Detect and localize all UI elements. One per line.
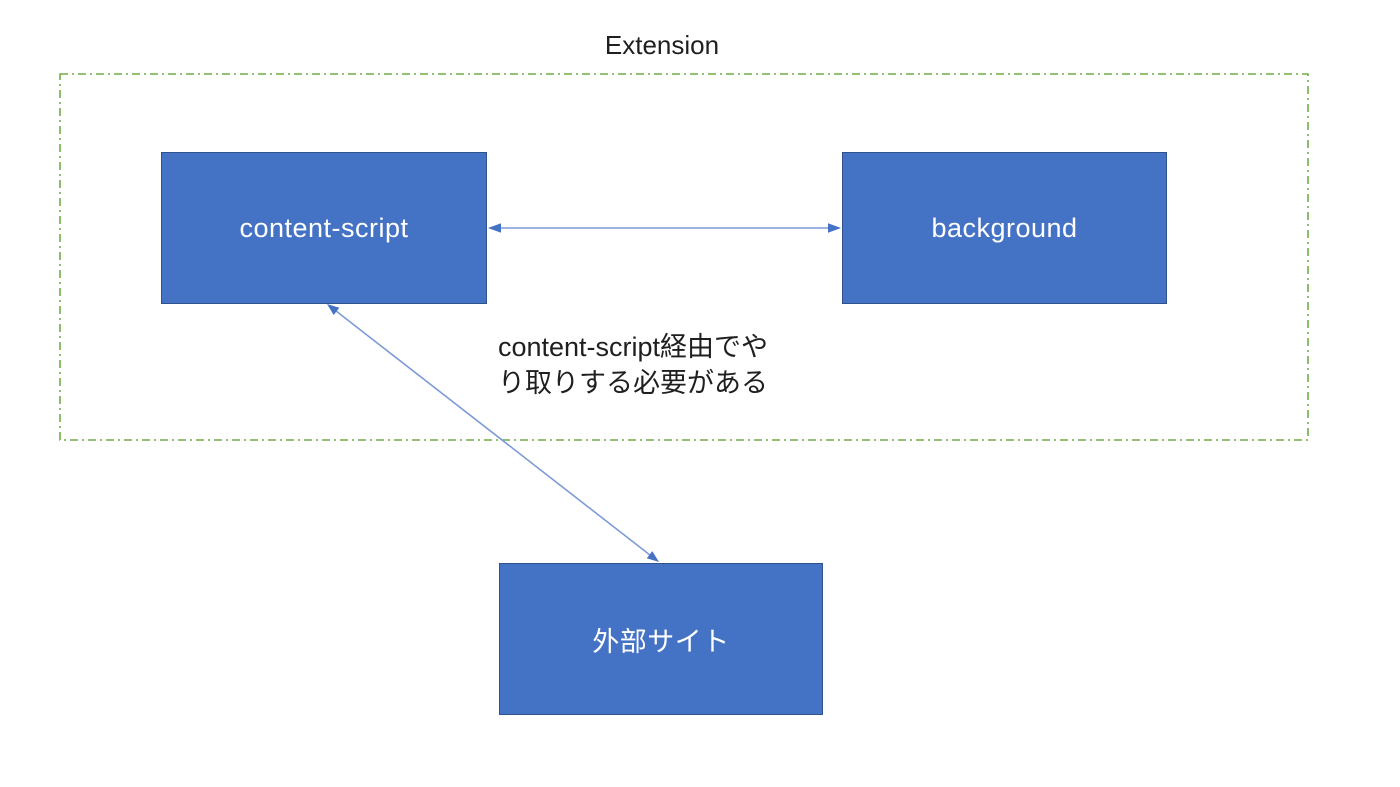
arrowhead-up-left-icon (327, 304, 340, 315)
node-external-site-label: 外部サイト (592, 626, 730, 657)
extension-boundary (59, 73, 1309, 441)
annotation-note: content-script経由でや り取りする必要がある (498, 329, 768, 401)
node-content-script-label: content-script (239, 212, 409, 243)
arrowhead-left-icon (488, 223, 501, 233)
node-external-site: 外部サイト (499, 563, 823, 715)
arrowhead-right-icon (828, 223, 841, 233)
diagram-title: Extension (604, 30, 720, 60)
connector-content-script-external-site (328, 304, 658, 562)
node-background-label: background (931, 212, 1078, 243)
node-background: background (842, 152, 1167, 304)
annotation-line-1: content-script経由でや (497, 332, 769, 362)
node-content-script: content-script (161, 152, 487, 304)
annotation-line-2: り取りする必要がある (497, 368, 768, 398)
arrowhead-down-right-icon (646, 551, 659, 562)
